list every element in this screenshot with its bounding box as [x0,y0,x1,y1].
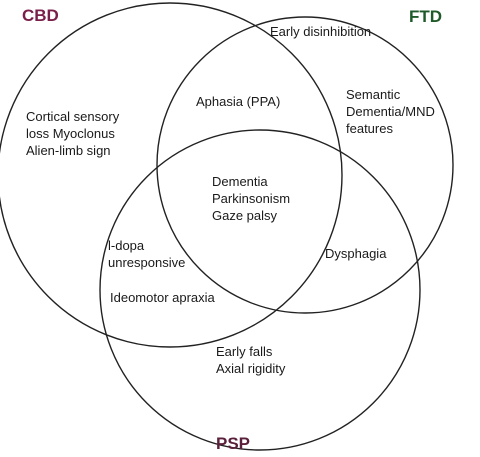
region-ftd-only-line: features [346,121,393,136]
region-cbd-psp-line: unresponsive [108,255,185,270]
region-cbd-psp-lower-line: Ideomotor apraxia [110,290,216,305]
ftd-label: FTD [409,7,442,26]
region-cbd-only-line: loss Myoclonus [26,126,115,141]
region-cbd-psp-lower: Ideomotor apraxia [110,290,216,305]
cbd-label: CBD [22,6,59,25]
region-cbd-only-line: Alien-limb sign [26,143,111,158]
region-ftd-psp: Dysphagia [325,246,387,261]
region-cbd-ftd-line: Aphasia (PPA) [196,94,280,109]
cbd-circle [0,2,343,348]
psp-circle [99,129,421,451]
region-cbd-only-line: Cortical sensory [26,109,120,124]
region-ftd-only-line: Semantic [346,87,401,102]
region-psp-only-line: Axial rigidity [216,361,286,376]
region-cbd-ftd: Aphasia (PPA) [196,94,280,109]
psp-label: PSP [216,434,250,453]
region-ftd-psp-line: Dysphagia [325,246,387,261]
region-ftd-only-top: Early disinhibition [270,24,371,39]
region-all-three-line: Parkinsonism [212,191,290,206]
region-cbd-psp: l-dopa unresponsive [108,238,185,270]
region-all-three-line: Gaze palsy [212,208,278,223]
region-psp-only-line: Early falls [216,344,273,359]
region-all-three-line: Dementia [212,174,268,189]
region-ftd-only-top-line: Early disinhibition [270,24,371,39]
ftd-circle [156,16,454,314]
region-ftd-only-line: Dementia/MND [346,104,435,119]
region-cbd-psp-line: l-dopa [108,238,145,253]
